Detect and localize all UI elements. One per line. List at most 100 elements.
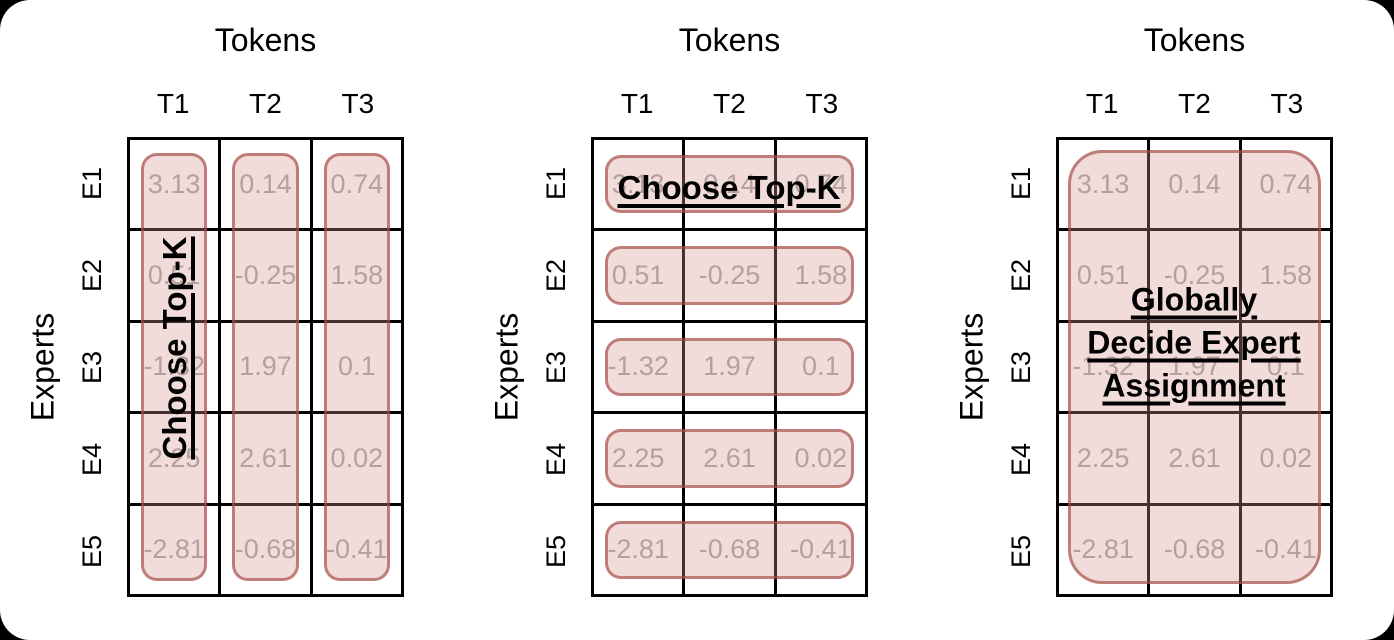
expert-row-label-slot: E2 bbox=[992, 229, 1052, 321]
score-cell: -0.68 bbox=[1150, 505, 1239, 594]
score-cell: 3.13 bbox=[130, 140, 219, 229]
annotation-choose-topk: Choose Top-K bbox=[617, 169, 840, 207]
annotation-choose-topk-vertical: Choose Top-K bbox=[156, 236, 194, 459]
score-cell: -1.32 bbox=[594, 322, 683, 412]
token-column-label: T2 bbox=[713, 88, 746, 119]
expert-row-label: E4 bbox=[1006, 442, 1037, 476]
expert-row-label: E1 bbox=[1006, 166, 1037, 200]
tokens-axis-title: Tokens bbox=[214, 22, 317, 58]
score-cell: -2.81 bbox=[130, 505, 219, 594]
score-cell: 2.61 bbox=[1150, 414, 1239, 503]
score-cell: -1.32 bbox=[130, 322, 219, 412]
score-cell: -0.41 bbox=[776, 505, 865, 594]
score-cell: 1.97 bbox=[221, 322, 310, 412]
expert-row-label: E3 bbox=[541, 350, 572, 384]
annotation-line: Choose Top-K bbox=[617, 169, 841, 206]
token-column-label: T1 bbox=[156, 88, 190, 119]
token-column-label: T3 bbox=[341, 88, 375, 119]
expert-row-label: E4 bbox=[77, 442, 108, 476]
score-cell: -0.41 bbox=[312, 505, 401, 594]
annotation-line: Assignment bbox=[1102, 367, 1286, 404]
score-cell: -0.68 bbox=[685, 505, 774, 594]
score-cell: 0.14 bbox=[221, 140, 310, 229]
score-cell: 0.02 bbox=[776, 414, 865, 503]
score-cell: 1.97 bbox=[1150, 322, 1239, 412]
token-column-label: T3 bbox=[1270, 88, 1304, 119]
score-cell: 0.74 bbox=[312, 140, 401, 229]
score-cell: 2.25 bbox=[594, 414, 683, 503]
expert-row-label: E4 bbox=[541, 442, 572, 476]
expert-row-label-slot: E5 bbox=[527, 505, 587, 597]
score-cell: -0.41 bbox=[1241, 505, 1330, 594]
experts-axis-title: Experts bbox=[24, 312, 61, 422]
expert-row-label: E2 bbox=[77, 258, 108, 292]
expert-row-label: E3 bbox=[77, 350, 108, 384]
token-column-labels: T1 T2 T3 bbox=[127, 88, 404, 120]
score-cell: 0.74 bbox=[1241, 140, 1330, 229]
token-column-labels: T1 T2 T3 bbox=[591, 88, 868, 120]
score-cell: 1.58 bbox=[312, 231, 401, 320]
expert-row-label: E5 bbox=[541, 534, 572, 568]
tokens-axis-title: Tokens bbox=[678, 22, 781, 58]
expert-row-label: E1 bbox=[77, 166, 108, 200]
score-cell: -0.25 bbox=[221, 231, 310, 320]
score-cell: 0.51 bbox=[1059, 231, 1148, 320]
score-cell: 0.02 bbox=[1241, 414, 1330, 503]
score-cell: -2.81 bbox=[594, 505, 683, 594]
score-cell: -0.25 bbox=[685, 231, 774, 320]
expert-row-label: E1 bbox=[541, 166, 572, 200]
expert-row-label-slot: E1 bbox=[63, 137, 123, 229]
score-cell: -0.25 bbox=[1150, 231, 1239, 320]
experts-axis-title: Experts bbox=[488, 312, 525, 422]
score-cell: 0.1 bbox=[1241, 322, 1330, 412]
expert-row-label-slot: E3 bbox=[992, 321, 1052, 413]
expert-row-label-slot: E4 bbox=[992, 413, 1052, 505]
score-cell: 0.14 bbox=[685, 140, 774, 229]
expert-row-label: E2 bbox=[1006, 258, 1037, 292]
annotation-line: Choose Top-K bbox=[156, 236, 193, 460]
score-cell: -2.81 bbox=[1059, 505, 1148, 594]
expert-row-label-slot: E2 bbox=[527, 229, 587, 321]
expert-row-label-slot: E1 bbox=[527, 137, 587, 229]
token-column-label: T2 bbox=[1178, 88, 1211, 119]
experts-axis-title: Experts bbox=[953, 312, 990, 422]
annotation-line: Decide Expert bbox=[1087, 324, 1301, 361]
score-cell: 1.58 bbox=[1241, 231, 1330, 320]
expert-row-label-slot: E4 bbox=[527, 413, 587, 505]
expert-row-label-slot: E2 bbox=[63, 229, 123, 321]
score-cell: -0.68 bbox=[221, 505, 310, 594]
token-column-label: T2 bbox=[249, 88, 282, 119]
expert-row-label-slot: E3 bbox=[63, 321, 123, 413]
score-cell: 0.1 bbox=[776, 322, 865, 412]
expert-row-label: E5 bbox=[77, 534, 108, 568]
expert-row-label: E5 bbox=[1006, 534, 1037, 568]
expert-row-label-slot: E3 bbox=[527, 321, 587, 413]
score-cell: 2.25 bbox=[1059, 414, 1148, 503]
score-cell: -1.32 bbox=[1059, 322, 1148, 412]
annotation-line: Globally bbox=[1130, 281, 1258, 318]
score-cell: 0.02 bbox=[312, 414, 401, 503]
expert-row-label-slot: E5 bbox=[992, 505, 1052, 597]
score-cell: 0.51 bbox=[594, 231, 683, 320]
score-cell: 0.1 bbox=[312, 322, 401, 412]
score-cell: 0.74 bbox=[776, 140, 865, 229]
score-cell: 2.25 bbox=[130, 414, 219, 503]
score-cell: 3.13 bbox=[594, 140, 683, 229]
token-column-label: T1 bbox=[620, 88, 654, 119]
expert-row-label: E2 bbox=[541, 258, 572, 292]
expert-row-label: E3 bbox=[1006, 350, 1037, 384]
token-column-label: T3 bbox=[805, 88, 839, 119]
score-cell: 1.97 bbox=[685, 322, 774, 412]
expert-row-label-slot: E5 bbox=[63, 505, 123, 597]
score-cell: 1.58 bbox=[776, 231, 865, 320]
